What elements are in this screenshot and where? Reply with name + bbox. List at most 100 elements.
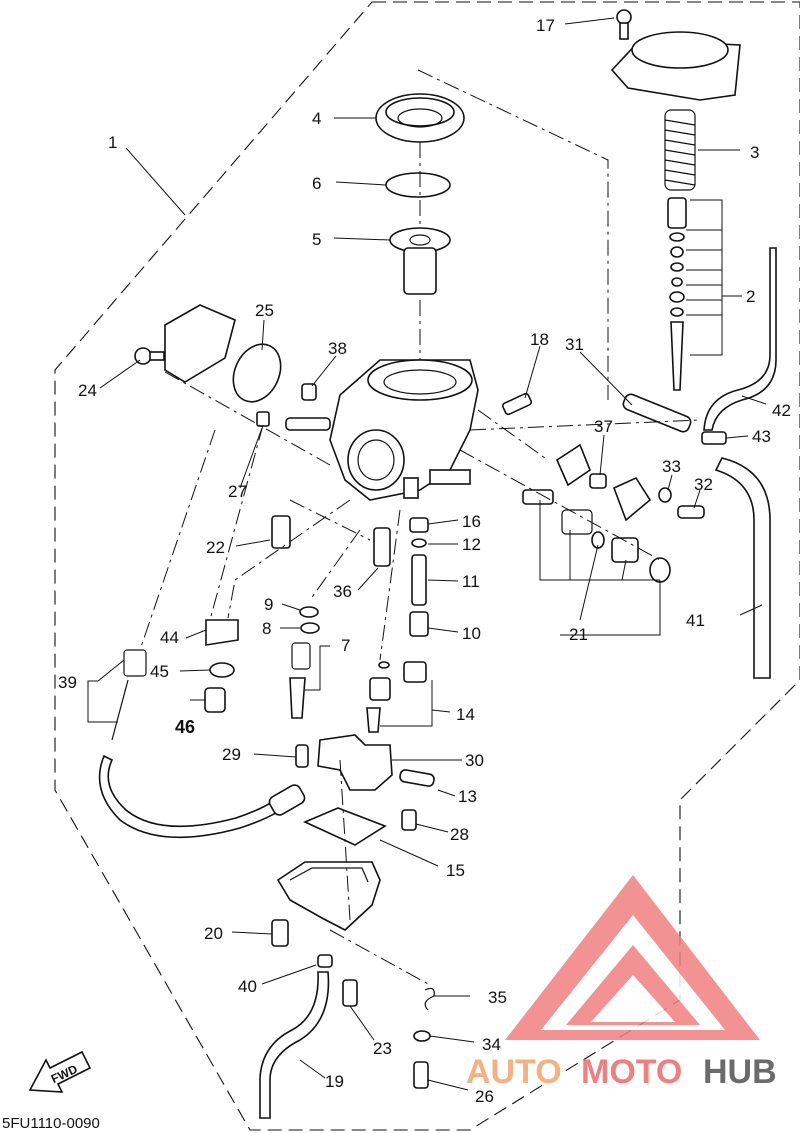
- part-26-screw: [413, 1061, 429, 1089]
- callout-7: 7: [341, 636, 350, 655]
- part-8-washer: [300, 622, 320, 634]
- part-20-screw: [271, 919, 289, 947]
- leader-lines: [87, 17, 767, 1091]
- part-31-tube: [622, 393, 692, 433]
- part-46-jet: [204, 687, 226, 713]
- watermark-text-moto: MOTO: [581, 1053, 682, 1091]
- assembly-boundary: [54, 1, 800, 1131]
- part-36-fitting: [373, 527, 391, 567]
- callout-24: 24: [78, 381, 97, 400]
- part-float-bowl: [276, 861, 381, 931]
- part-27-fitting: [256, 411, 270, 427]
- callout-25: 25: [255, 301, 274, 320]
- callout-5: 5: [312, 230, 321, 249]
- callout-26: 26: [475, 1087, 494, 1106]
- part-4-diaphragm: [375, 93, 465, 143]
- callout-14: 14: [456, 705, 475, 724]
- watermark-logo: [505, 875, 760, 1040]
- callout-11: 11: [462, 572, 480, 591]
- callout-40: 40: [238, 977, 257, 996]
- part-45-washer: [209, 662, 235, 678]
- fwd-arrow-icon: [28, 1050, 92, 1093]
- callout-1: 1: [108, 133, 117, 152]
- part-40-clip: [317, 954, 333, 968]
- part-6-oring: [385, 172, 451, 198]
- part-37-starter: [555, 443, 705, 522]
- watermark-text-auto: AUTO: [466, 1053, 562, 1091]
- callout-17: 17: [536, 16, 555, 35]
- part-29-screw: [295, 744, 309, 768]
- part-7-screw-set: [289, 642, 311, 719]
- diagram-code: 5FU1110-0090: [2, 1115, 100, 1132]
- part-41-hose: [714, 457, 771, 679]
- callout-12: 12: [462, 535, 481, 554]
- callout-36: 36: [333, 582, 352, 601]
- part-24-screw: [134, 347, 165, 365]
- part-5-piston: [389, 227, 451, 295]
- watermark-text-hub: HUB: [703, 1053, 777, 1091]
- part-16-nut: [409, 517, 429, 533]
- callout-23: 23: [373, 1039, 392, 1058]
- callout-19: 19: [325, 1072, 344, 1091]
- callout-22: 22: [206, 538, 225, 557]
- callout-10: 10: [462, 624, 481, 643]
- callout-3: 3: [750, 143, 759, 162]
- callout-37: 37: [594, 417, 613, 436]
- part-34-washer: [413, 1030, 431, 1042]
- callout-18: 18: [530, 330, 549, 349]
- callout-2: 2: [746, 287, 755, 306]
- part-15-gasket: [303, 807, 387, 846]
- part-43-fitting: [701, 431, 727, 445]
- callout-43: 43: [752, 427, 771, 446]
- part-3-spring: [664, 109, 696, 191]
- part-13-pin: [399, 769, 435, 787]
- callout-33: 33: [662, 457, 681, 476]
- callout-42: 42: [772, 401, 791, 420]
- callout-46: 46: [175, 717, 195, 737]
- callout-21: 21: [569, 625, 588, 644]
- callout-39: 39: [58, 673, 77, 692]
- callout-34: 34: [482, 1035, 501, 1054]
- callout-41: 41: [686, 611, 705, 630]
- alignment-lines: [139, 69, 701, 986]
- part-22-jet: [271, 515, 291, 549]
- callout-38: 38: [328, 339, 347, 358]
- callout-9: 9: [264, 595, 273, 614]
- part-35-clip: [424, 987, 435, 1011]
- callout-31: 31: [565, 335, 584, 354]
- part-9-oring: [299, 606, 319, 618]
- part-carburetor-body: [285, 359, 479, 501]
- part-top-cover: [610, 31, 741, 101]
- callout-30: 30: [465, 751, 484, 770]
- callout-28: 28: [450, 825, 469, 844]
- callout-29: 29: [222, 745, 241, 764]
- part-23-screw: [342, 979, 358, 1007]
- callout-35: 35: [488, 988, 507, 1007]
- callout-4: 4: [312, 109, 321, 128]
- part-39-cable: [98, 649, 306, 839]
- callout-13: 13: [458, 787, 477, 806]
- part-28-screw: [401, 809, 417, 831]
- part-38-cap: [301, 383, 317, 401]
- callout-32: 32: [694, 475, 713, 494]
- part-42-hose: [703, 247, 777, 431]
- part-19-hose: [259, 971, 330, 1119]
- callout-27: 27: [228, 482, 247, 501]
- callout-44: 44: [160, 628, 179, 647]
- callout-8: 8: [262, 619, 271, 638]
- callout-labels: 1 17 3 4 6 5 2 25 24 38 18 31 37 33 32 4…: [58, 16, 791, 1106]
- part-25-gasket: [164, 304, 282, 403]
- part-14-float-valve: [366, 661, 427, 733]
- callout-45: 45: [150, 662, 169, 681]
- part-12-oring: [411, 538, 427, 548]
- callout-16: 16: [462, 512, 481, 531]
- part-44-bracket: [205, 619, 239, 646]
- callout-6: 6: [312, 174, 321, 193]
- part-17-screw: [616, 9, 632, 40]
- callout-15: 15: [446, 861, 465, 880]
- part-18-fitting: [501, 392, 533, 416]
- part-2-needle-set: [667, 197, 687, 391]
- part-11-needle-jet: [411, 554, 427, 606]
- part-21-pilot: [522, 489, 671, 583]
